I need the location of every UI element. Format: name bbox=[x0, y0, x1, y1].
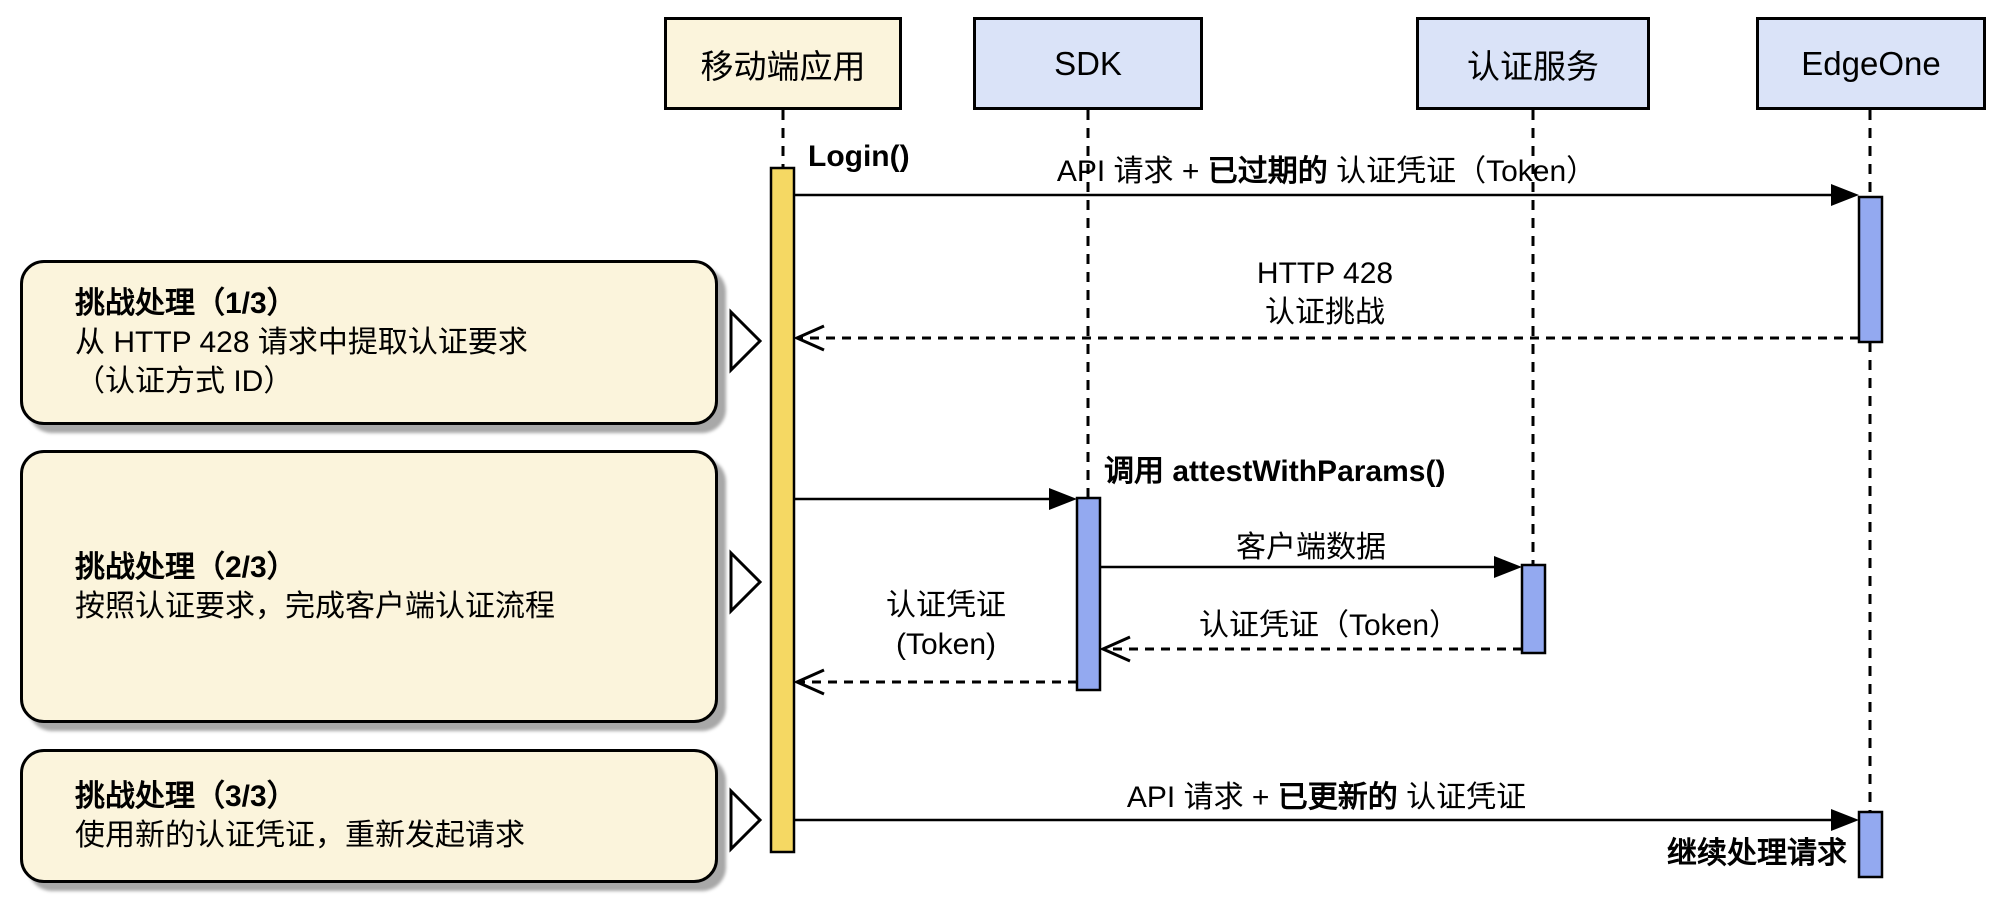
message-http-428: HTTP 428 认证挑战 bbox=[1100, 254, 1550, 332]
arrow-token-to-app-head bbox=[793, 668, 825, 696]
participant-auth-service-label: 认证服务 bbox=[1467, 47, 1599, 85]
message-api-request-expired: API 请求 + 已过期的 认证凭证（Token） bbox=[794, 146, 1859, 190]
arrow-api-request-expired-head bbox=[1831, 184, 1859, 206]
message-client-data: 客户端数据 bbox=[1236, 531, 1386, 564]
message-token-to-app-line1: 认证凭证 bbox=[886, 589, 1006, 622]
note-challenge-2-line1: 按照认证要求，完成客户端认证流程 bbox=[75, 589, 555, 623]
arrow-client-data-head bbox=[1494, 556, 1522, 578]
participant-sdk-label: SDK bbox=[1054, 44, 1122, 82]
activation-auth-service bbox=[1520, 563, 1547, 655]
note-challenge-1-title: 挑战处理（1/3） bbox=[75, 287, 297, 320]
participant-edgeone: EdgeOne bbox=[1756, 17, 1986, 110]
participant-sdk: SDK bbox=[973, 17, 1203, 110]
note-challenge-3-title: 挑战处理（3/3） bbox=[75, 780, 297, 813]
arrow-api-request-updated-head bbox=[1831, 809, 1859, 831]
message-http-428-line1: HTTP 428 bbox=[1256, 257, 1394, 290]
message-api-request-updated: API 请求 + 已更新的 认证凭证 bbox=[794, 772, 1859, 816]
message-api-request-updated-prefix: API 请求 + bbox=[1126, 781, 1278, 814]
note-challenge-2-title: 挑战处理（2/3） bbox=[75, 550, 297, 584]
participant-mobile-app: 移动端应用 bbox=[664, 17, 902, 110]
message-attest-call: 调用 attestWithParams() bbox=[1104, 455, 1446, 488]
note-pointer-3 bbox=[729, 787, 763, 853]
activation-edgeone-2 bbox=[1857, 810, 1884, 879]
message-token-to-app: 认证凭证 (Token) bbox=[821, 586, 1071, 664]
message-api-request-updated-bold: 已更新的 bbox=[1277, 781, 1398, 814]
arrow-attest-call-head bbox=[1049, 488, 1077, 510]
participant-mobile-app-label: 移动端应用 bbox=[700, 47, 866, 85]
message-token-to-sdk: 认证凭证（Token） bbox=[1198, 609, 1460, 642]
message-api-request-expired-bold: 已过期的 bbox=[1207, 155, 1328, 188]
message-login: Login() bbox=[808, 140, 910, 173]
note-challenge-3-line1: 使用新的认证凭证，重新发起请求 bbox=[75, 819, 525, 852]
message-api-request-updated-suffix: 认证凭证 bbox=[1397, 781, 1527, 814]
note-pointer-2 bbox=[729, 549, 763, 615]
message-http-428-line2: 认证挑战 bbox=[1265, 296, 1385, 329]
note-challenge-2: 挑战处理（2/3） 按照认证要求，完成客户端认证流程 bbox=[20, 450, 718, 723]
note-challenge-1-line1: 从 HTTP 428 请求中提取认证要求 bbox=[75, 326, 528, 359]
message-token-to-app-line2: (Token) bbox=[895, 628, 997, 661]
activation-sdk bbox=[1075, 496, 1102, 692]
participant-edgeone-label: EdgeOne bbox=[1801, 44, 1941, 82]
activation-edgeone-1 bbox=[1857, 195, 1884, 344]
arrow-http-428-head bbox=[793, 324, 825, 352]
participant-auth-service: 认证服务 bbox=[1416, 17, 1650, 110]
activation-mobile-app bbox=[769, 166, 796, 854]
arrow-token-to-sdk-head bbox=[1099, 635, 1131, 663]
message-api-request-expired-prefix: API 请求 + bbox=[1056, 155, 1208, 188]
note-pointer-1 bbox=[729, 308, 763, 374]
message-api-request-expired-suffix: 认证凭证（Token） bbox=[1327, 155, 1597, 188]
note-challenge-3: 挑战处理（3/3） 使用新的认证凭证，重新发起请求 bbox=[20, 749, 718, 883]
message-continue-processing: 继续处理请求 bbox=[1667, 837, 1847, 870]
note-challenge-1-line2: （认证方式 ID） bbox=[75, 365, 294, 398]
note-challenge-1: 挑战处理（1/3） 从 HTTP 428 请求中提取认证要求 （认证方式 ID） bbox=[20, 260, 718, 425]
